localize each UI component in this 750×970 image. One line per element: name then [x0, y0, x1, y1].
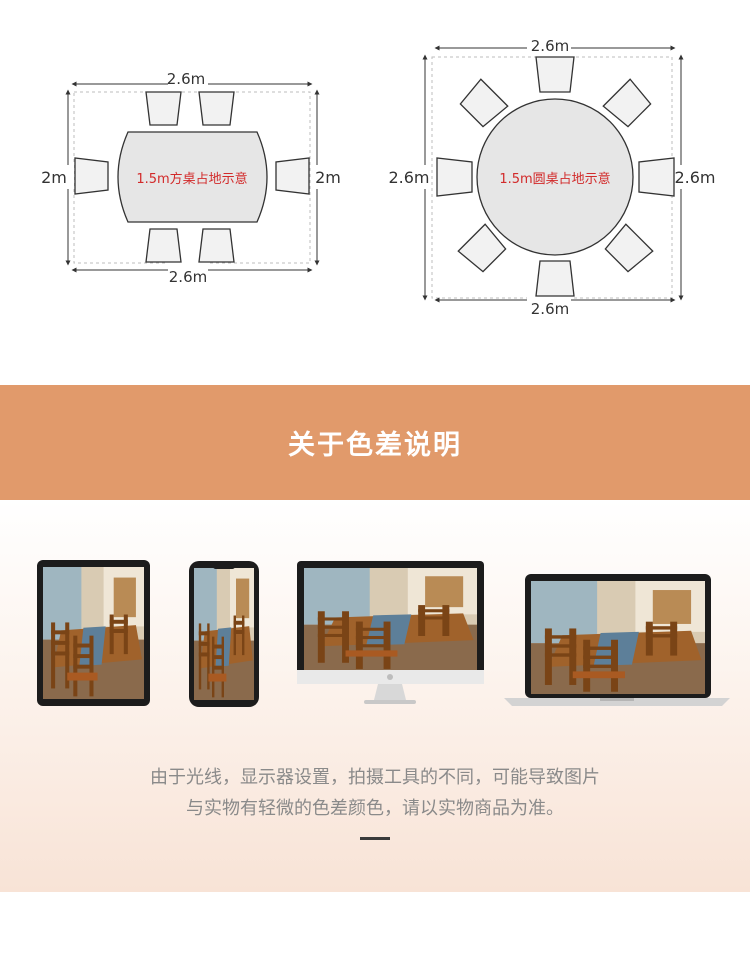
- chair-icon: [275, 157, 310, 195]
- dim-top-right: 2.6m: [531, 37, 569, 55]
- chair-icon: [198, 91, 235, 126]
- chair-icon: [604, 223, 654, 273]
- chair-icon: [145, 91, 182, 126]
- note-line-2: 与实物有轻微的色差颜色，请以实物商品为准。: [186, 798, 564, 819]
- chair-icon: [459, 78, 509, 128]
- dim-bottom-left: 2.6m: [169, 268, 207, 286]
- chairs: [436, 56, 675, 297]
- chair-icon: [535, 56, 575, 93]
- dim-left-right: 2.6m: [388, 168, 429, 187]
- chair-icon: [457, 223, 507, 273]
- dim-right-right: 2.6m: [674, 168, 715, 187]
- device-row: [37, 560, 730, 707]
- chair-icon: [74, 157, 109, 195]
- chair-icon: [436, 157, 473, 197]
- dim-left-left: 2m: [41, 168, 67, 187]
- table-label-right: 1.5m圆桌占地示意: [499, 171, 610, 187]
- color-difference-banner: 关于色差说明: [0, 385, 750, 500]
- round-table: [476, 98, 634, 256]
- color-difference-note: 由于光线，显示器设置，拍摄工具的不同，可能导致图片 与实物有轻微的色差颜色，请以…: [0, 762, 750, 824]
- dim-top-left: 2.6m: [167, 70, 205, 88]
- dim-bottom-right: 2.6m: [531, 300, 569, 318]
- divider: [360, 837, 390, 840]
- monitor-icon: [297, 561, 484, 704]
- round-table-layout: 2.6m 2.6m 2.6m 2.6m 1.5m圆桌占地示意: [387, 37, 716, 318]
- chair-icon: [198, 228, 235, 263]
- phone-icon: [189, 561, 259, 707]
- section-title: 关于色差说明: [288, 430, 462, 461]
- chair-icon: [535, 260, 575, 297]
- laptop-icon: [504, 574, 730, 706]
- chairs: [74, 91, 310, 263]
- note-line-1: 由于光线，显示器设置，拍摄工具的不同，可能导致图片: [150, 767, 600, 788]
- table-layout-diagrams: 2.6m 2.6m 2m 2m 1.5m方桌占地示意: [0, 0, 750, 385]
- color-difference-section: 由于光线，显示器设置，拍摄工具的不同，可能导致图片 与实物有轻微的色差颜色，请以…: [0, 500, 750, 892]
- rect-table: [117, 131, 268, 223]
- rect-table-layout: 2.6m 2.6m 2m 2m 1.5m方桌占地示意: [38, 69, 347, 286]
- tablet-icon: [37, 560, 150, 706]
- table-label-left: 1.5m方桌占地示意: [136, 171, 247, 187]
- chair-icon: [145, 228, 182, 263]
- page-footer-space: [0, 892, 750, 970]
- chair-icon: [638, 157, 675, 197]
- dim-right-left: 2m: [315, 168, 341, 187]
- chair-icon: [602, 78, 652, 128]
